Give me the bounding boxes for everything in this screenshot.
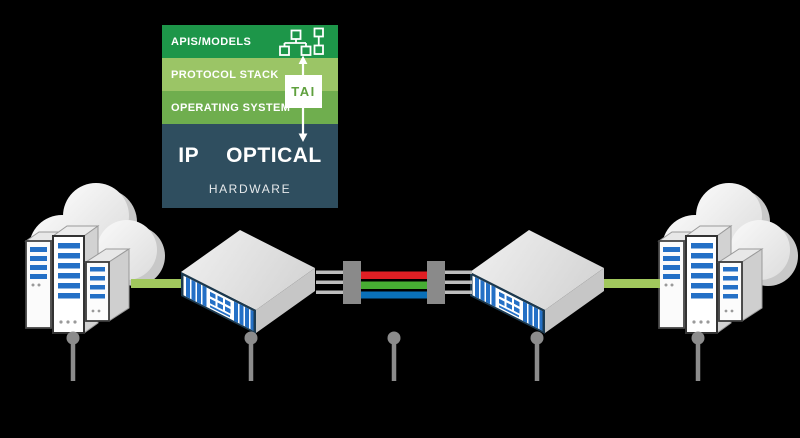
stack-layer-apis-models: APIS/MODELS [162,25,338,58]
network-topology-icon [279,27,324,56]
optical-switch-right [470,230,604,334]
hardware-label: HARDWARE [208,182,292,197]
cloud-servers-right [658,182,799,334]
stack-layer-label: OPERATING SYSTEM [171,101,291,114]
client-link-left [131,279,181,288]
callout-pin-3 [387,331,401,381]
fiber-strands [316,270,472,294]
stack-layer-label: PROTOCOL STACK [171,68,279,81]
callout-pin-5 [691,331,705,381]
ip-label: IP [178,144,200,167]
callout-pin-4 [530,331,544,381]
stack-layer-label: APIS/MODELS [171,35,252,48]
tai-label: TAI [291,84,316,99]
tai-box: TAI [285,75,322,108]
stack-layer-hardware: IP OPTICAL HARDWARE [162,124,338,208]
cloud-servers-left [25,182,166,334]
stack-layer-protocol-stack: PROTOCOL STACK [162,58,338,91]
optical-switch-left [181,230,315,334]
optical-label: OPTICAL [226,144,322,167]
callout-pin-1 [66,331,80,381]
mux-block-left [343,261,361,304]
wavelength-green [361,281,427,289]
mux-block-right [427,261,445,304]
wavelength-blue [361,291,427,299]
architecture-stack: APIS/MODELS PROTOCOL STACK OPERATING SYS… [162,25,338,208]
client-link-right [604,279,660,288]
callout-pin-2 [244,331,258,381]
hardware-technologies: IP OPTICAL [162,124,338,167]
wavelength-red [361,271,427,279]
